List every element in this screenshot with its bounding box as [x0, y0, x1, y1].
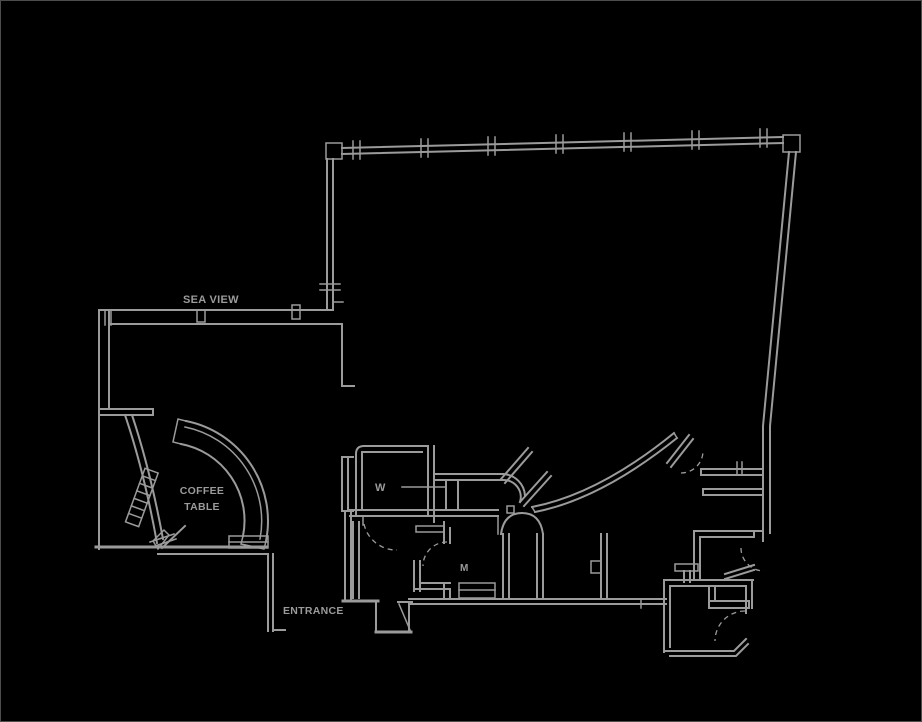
arched-doorway — [497, 511, 545, 599]
fixture-mark — [590, 560, 602, 574]
reception-counter — [98, 408, 177, 548]
washroom-w-walls — [341, 445, 499, 523]
curved-wall — [530, 431, 679, 514]
door-leaf — [398, 603, 411, 631]
door-leaf — [665, 433, 695, 469]
stair-hatch — [124, 467, 160, 528]
room-below-w — [352, 515, 398, 599]
sea-view-room-walls — [94, 304, 334, 632]
washroom-m-walls — [413, 521, 608, 600]
window-mullions — [352, 128, 768, 160]
mens-washroom-label: M — [460, 563, 469, 574]
bottom-wall — [408, 598, 667, 605]
window-mark — [196, 309, 206, 323]
womens-washroom-label: W — [375, 482, 386, 494]
window-mark — [291, 304, 301, 320]
sea-view-room-door — [152, 524, 187, 551]
corridor-walls — [433, 446, 553, 514]
closet — [708, 586, 750, 609]
door-swing-arc — [714, 610, 746, 642]
bottom-right-room — [640, 563, 756, 657]
coffee-table-label-line1: COFFEE — [180, 485, 224, 497]
coffee-table-label-line2: TABLE — [184, 501, 220, 513]
coffee-table-arc — [172, 418, 269, 550]
door-swing-arc — [363, 523, 398, 551]
door-swing-arc — [680, 450, 704, 474]
entrance-label: ENTRANCE — [283, 605, 344, 617]
upper-right-room — [665, 433, 765, 581]
door-swing-arc — [740, 547, 765, 572]
entrance-vestibule — [341, 512, 413, 634]
sea-view-label: SEA VIEW — [183, 294, 239, 306]
door-swing-arc — [422, 541, 448, 567]
